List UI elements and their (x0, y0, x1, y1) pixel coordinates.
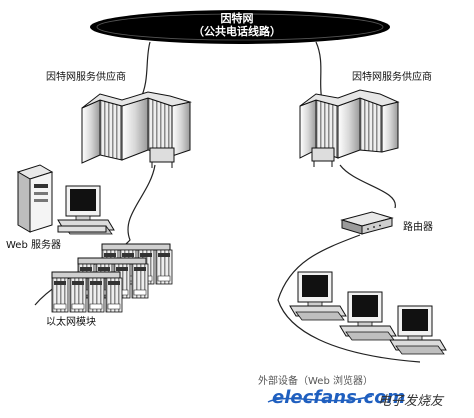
link-isp-right-router (339, 164, 396, 209)
ethernet-module-label: 以太网模块 (46, 317, 96, 328)
external-device-pc-3-icon (389, 305, 447, 355)
cloud-title: 因特网 (220, 12, 254, 25)
cloud-subtitle: （公共电话线路） (193, 25, 281, 38)
isp-right-mainframe-icon (299, 89, 400, 167)
web-server-icon (16, 164, 115, 235)
elecfans-logo-icon (267, 395, 373, 403)
link-cloud-isp-right (315, 41, 323, 101)
external-device-label: 外部设备（Web 浏览器） (258, 376, 373, 387)
internet-cloud (90, 10, 390, 44)
web-server-label: Web 服务器 (6, 240, 61, 251)
watermark-logo: elecfans.com (272, 387, 406, 408)
external-device-pc-2-icon (339, 291, 397, 341)
isp-right-label: 因特网服务供应商 (352, 72, 432, 83)
ethernet-module-icon (51, 243, 173, 313)
router-icon (340, 211, 394, 235)
external-device-pc-1-icon (289, 271, 347, 321)
link-cloud-isp-left (139, 41, 151, 101)
isp-left-label: 因特网服务供应商 (46, 72, 126, 83)
router-label: 路由器 (403, 222, 433, 233)
link-router-external (277, 234, 421, 363)
isp-left-mainframe-icon (81, 91, 192, 168)
watermark-cn: 电子发烧友 (378, 394, 444, 409)
